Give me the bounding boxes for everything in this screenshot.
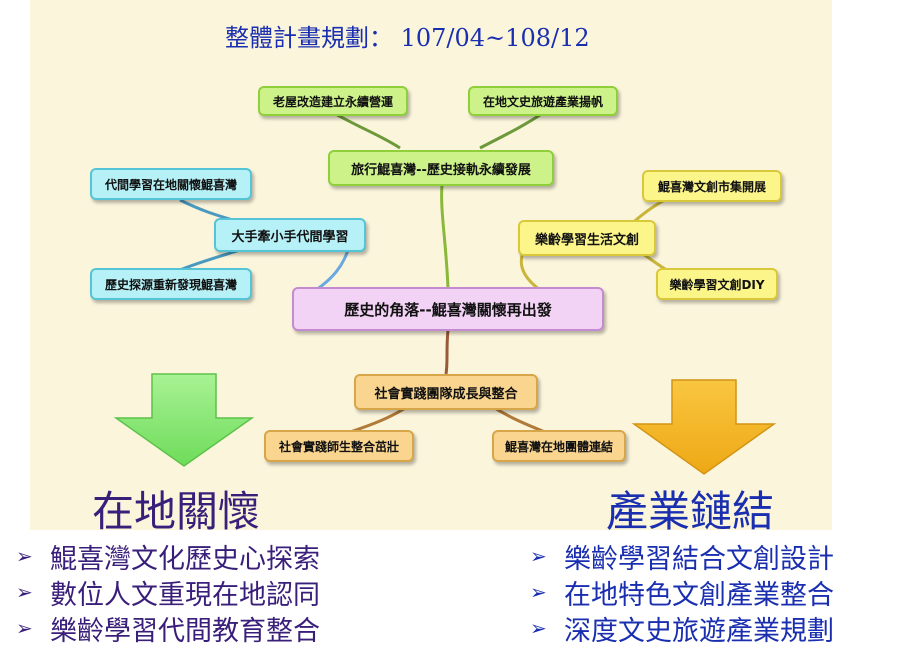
left-bullet-text: 數位人文重現在地認同	[50, 579, 320, 611]
green-down-arrow	[113, 373, 255, 467]
bullet-arrow-icon: ➢	[530, 580, 547, 604]
gold-down-arrow	[631, 379, 777, 475]
right-heading: 產業鏈結	[606, 487, 775, 536]
right-bullet-item: ➢ 在地特色文創產業整合	[530, 574, 834, 611]
right-bullet-text: 樂齡學習結合文創設計	[564, 543, 834, 575]
bottom-branch: 社會實踐團隊成長與整合	[354, 374, 538, 410]
link-left-child-2	[179, 248, 241, 272]
bottom-child-1: 社會實踐師生整合茁壯	[264, 430, 414, 462]
bullet-arrow-icon: ➢	[530, 616, 547, 640]
top-branch: 旅行鯤喜灣--歷史接軌永續發展	[328, 150, 554, 186]
bullet-arrow-icon: ➢	[16, 544, 33, 568]
link-top-child-2	[479, 113, 541, 150]
right-bullet-item: ➢ 深度文史旅遊產業規劃	[530, 610, 834, 647]
right-child-2: 樂齡學習文創DIY	[656, 268, 778, 300]
left-branch: 大手牽小手代間學習	[214, 218, 366, 252]
left-heading: 在地關懷	[92, 487, 261, 536]
left-bullet-text: 樂齡學習代間教育整合	[50, 615, 320, 647]
link-central-bottom	[444, 329, 450, 375]
right-bullet-text: 深度文史旅遊產業規劃	[564, 615, 834, 647]
right-branch: 樂齡學習生活文創	[518, 220, 656, 256]
left-bullet-item: ➢ 樂齡學習代間教育整合	[16, 610, 320, 647]
bullet-arrow-icon: ➢	[16, 580, 33, 604]
top-child-1: 老屋改造建立永續營運	[258, 86, 408, 116]
bullet-arrow-icon: ➢	[530, 544, 547, 568]
link-central-top	[440, 184, 450, 289]
left-bullet-list: ➢ 鯤喜灣文化歷史心探索 ➢ 數位人文重現在地認同 ➢ 樂齡學習代間教育整合	[16, 538, 320, 647]
bullet-arrow-icon: ➢	[16, 616, 33, 640]
page-title: 整體計畫規劃： 107/04~108/12	[225, 24, 590, 52]
right-bullet-item: ➢ 樂齡學習結合文創設計	[530, 538, 834, 575]
left-child-2: 歷史探源重新發現鯤喜灣	[90, 268, 252, 300]
left-bullet-item: ➢ 鯤喜灣文化歷史心探索	[16, 538, 320, 575]
left-bullet-text: 鯤喜灣文化歷史心探索	[50, 543, 320, 575]
top-child-2: 在地文史旅遊產業揚帆	[468, 86, 618, 116]
right-child-1: 鯤喜灣文創市集開展	[642, 170, 782, 202]
central-node: 歷史的角落--鯤喜灣關懷再出發	[292, 287, 604, 331]
left-bullet-item: ➢ 數位人文重現在地認同	[16, 574, 320, 611]
right-bullet-list: ➢ 樂齡學習結合文創設計 ➢ 在地特色文創產業整合 ➢ 深度文史旅遊產業規劃	[530, 538, 834, 647]
left-child-1: 代間學習在地關懷鯤喜灣	[90, 168, 252, 200]
bottom-child-2: 鯤喜灣在地團體連結	[492, 430, 626, 462]
link-top-child-1	[331, 110, 401, 150]
right-bullet-text: 在地特色文創產業整合	[564, 579, 834, 611]
